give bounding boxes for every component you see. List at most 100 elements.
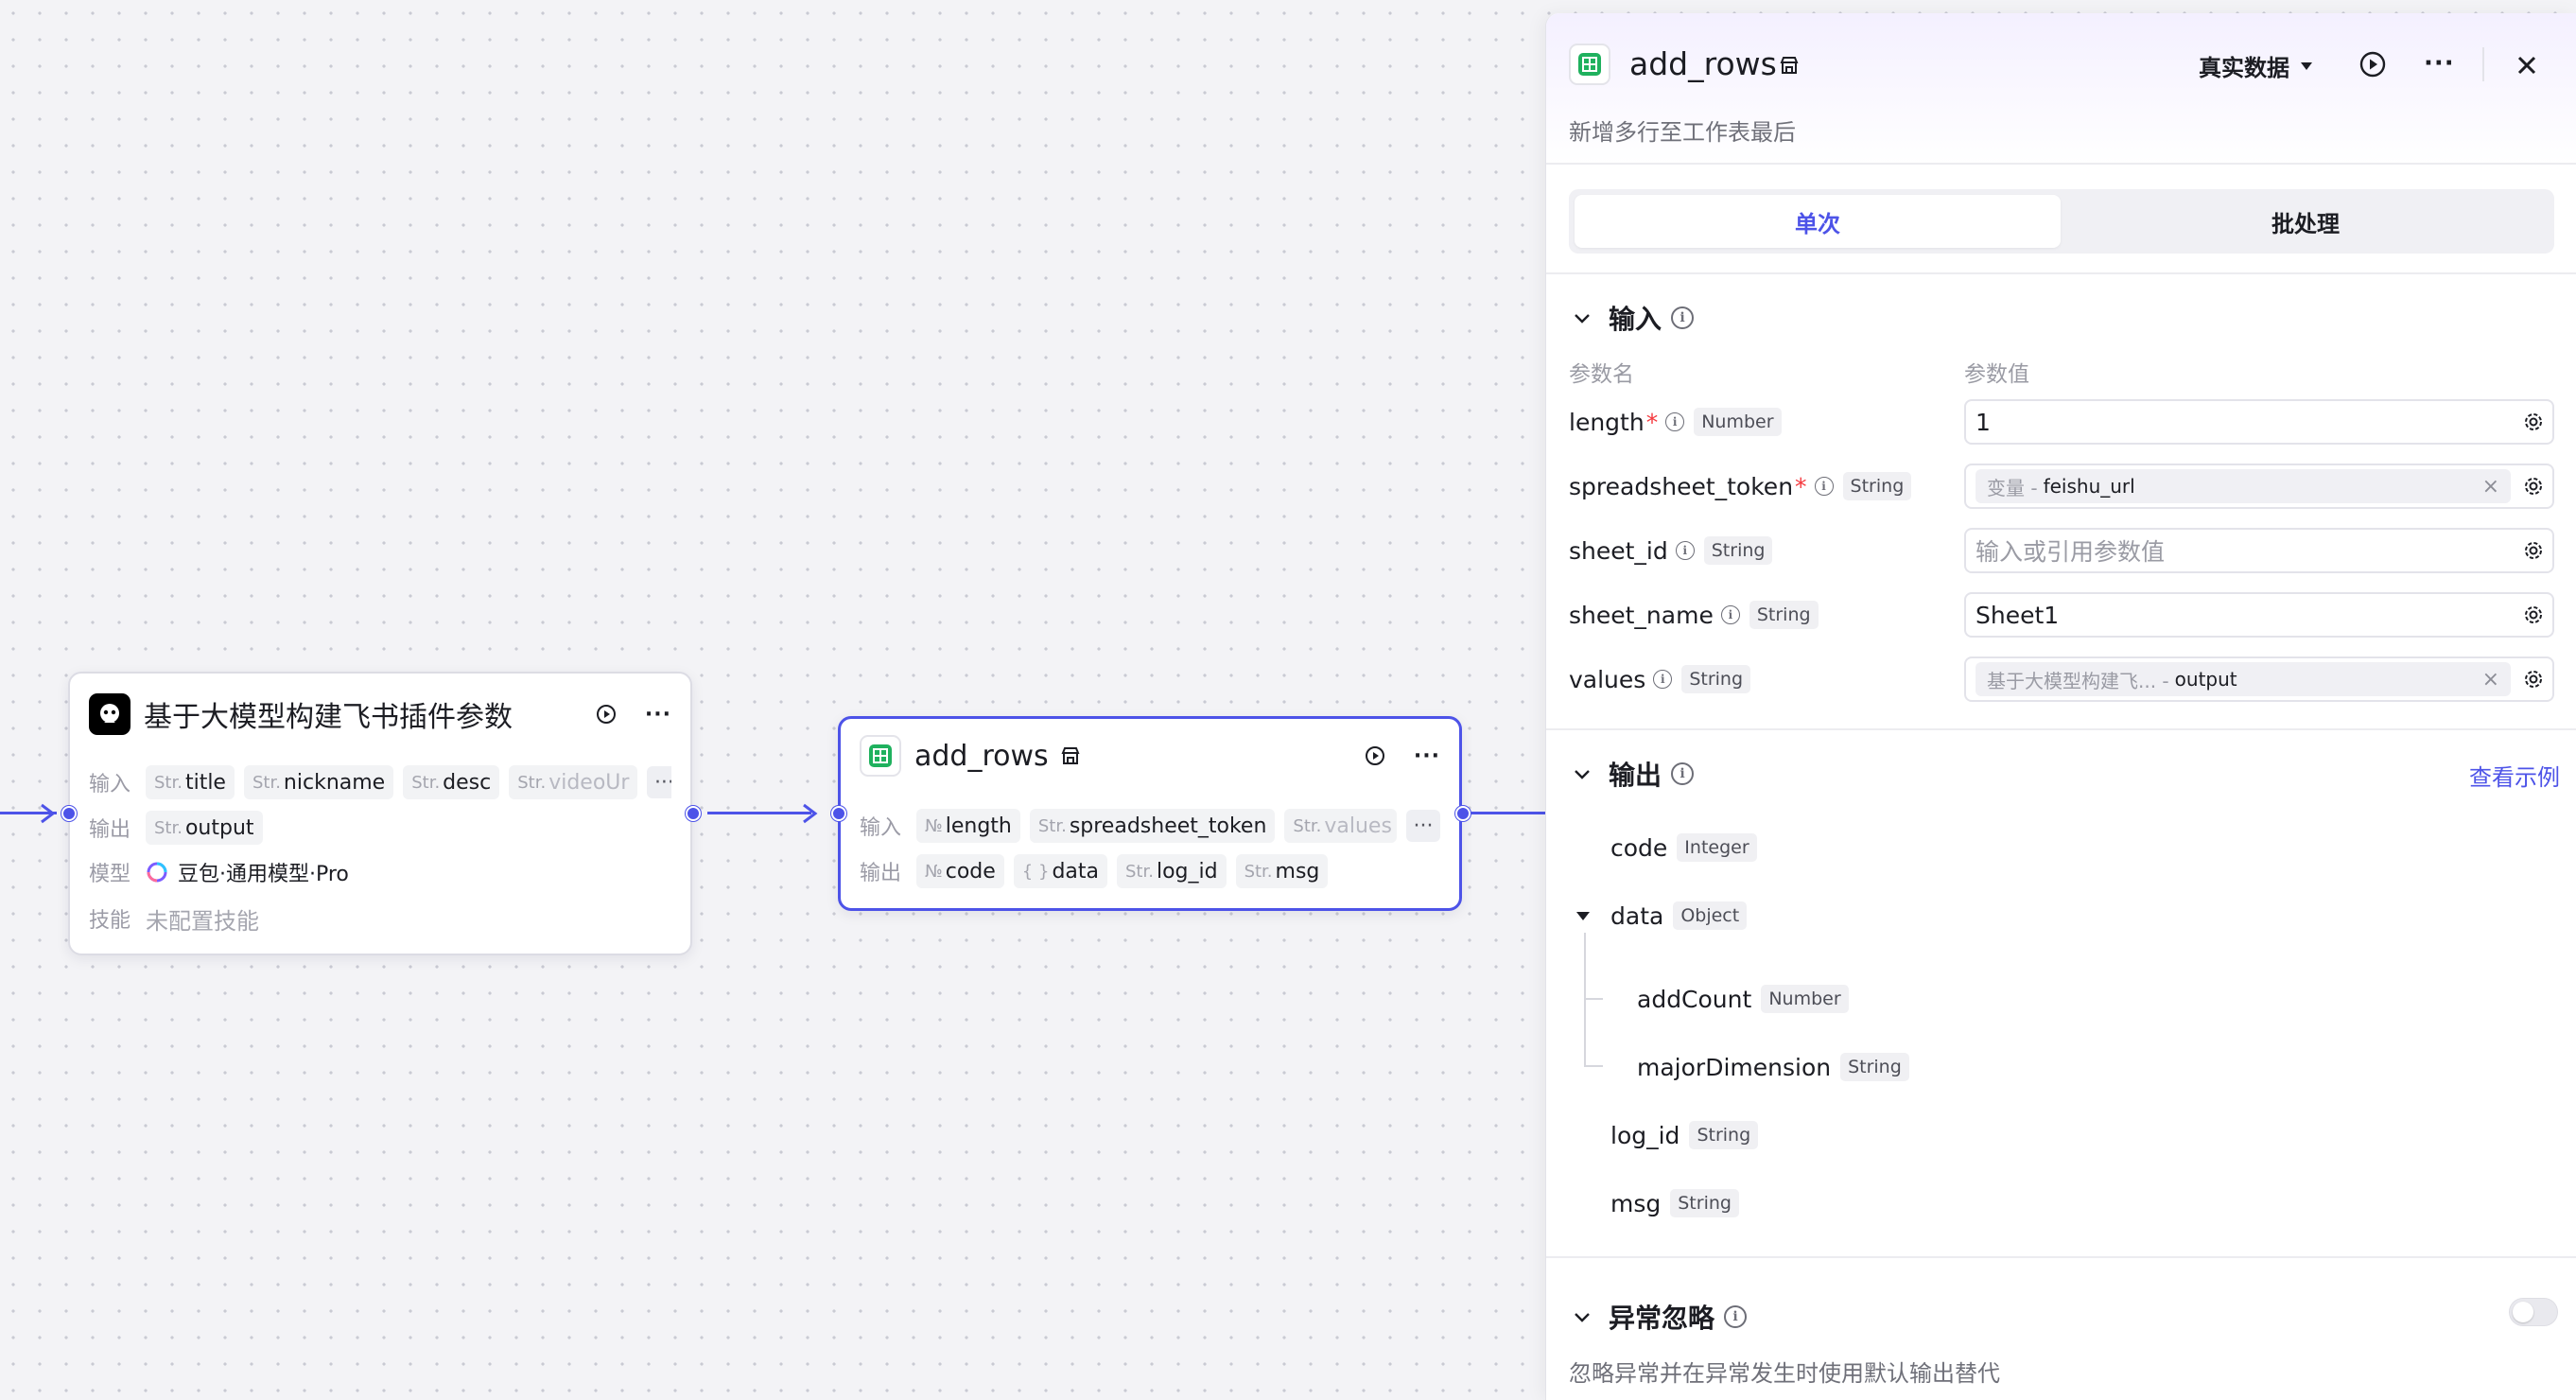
data-mode-select[interactable]: 真实数据 [2199, 49, 2314, 82]
tab-batch[interactable]: 批处理 [2271, 210, 2340, 237]
gear-icon[interactable] [2522, 604, 2545, 626]
view-example-link[interactable]: 查看示例 [2469, 764, 2560, 791]
tree-line [1584, 933, 1586, 1067]
clear-icon[interactable]: × [2481, 474, 2499, 499]
llm-node[interactable]: 基于大模型构建飞书插件参数 ··· 输入 Str.title Str.nickn… [68, 672, 692, 955]
store-icon [1061, 747, 1080, 764]
output-chip: Str.msg [1235, 854, 1329, 888]
input-chip: Str.videoUr [509, 765, 638, 799]
length-input[interactable]: 1 [1964, 399, 2554, 445]
caret-down-icon[interactable] [1575, 907, 1592, 924]
tree-line [1584, 1065, 1603, 1067]
arrow-head-icon [803, 803, 818, 824]
panel-description: 新增多行至工作表最后 [1569, 119, 1796, 146]
doubao-icon [147, 862, 167, 883]
llm-input-row: 输入 Str.title Str.nickname Str.desc Str.v… [89, 764, 671, 800]
sheet-id-input[interactable]: 输入或引用参数值 [1964, 528, 2554, 573]
tab-single[interactable]: 单次 [1575, 195, 2061, 248]
play-icon[interactable] [596, 704, 617, 725]
gear-icon[interactable] [2522, 668, 2545, 691]
arrow-head-icon [41, 803, 56, 824]
chevron-down-icon [1575, 770, 1590, 779]
input-chip: Str.spreadsheet_token [1029, 809, 1276, 843]
param-sheet-id: sheet_id i String [1569, 530, 1773, 571]
add-rows-input-port[interactable] [831, 806, 846, 821]
info-icon: i [1653, 670, 1673, 689]
play-icon[interactable] [2359, 51, 2386, 78]
info-icon: i [1671, 306, 1695, 329]
output-section-header[interactable]: 输出 i [1573, 755, 1695, 793]
llm-skill-row: 技能 未配置技能 [89, 907, 259, 935]
gear-icon[interactable] [2522, 539, 2545, 562]
input-chip: Str.title [146, 765, 235, 799]
variable-reference-chip[interactable]: 变量 - feishu_url × [1976, 469, 2511, 503]
param-sheet-name: sheet_name i String [1569, 594, 1819, 636]
llm-node-output-port[interactable] [686, 806, 701, 821]
panel-title[interactable]: add_rows [1629, 45, 1777, 82]
output-chip: { }data [1013, 854, 1107, 888]
param-spreadsheet-token: spreadsheet_token* i String [1569, 465, 1912, 507]
values-input[interactable]: 基于大模型构建飞... - output × [1964, 656, 2554, 702]
variable-reference-chip[interactable]: 基于大模型构建飞... - output × [1976, 662, 2511, 696]
info-icon: i [1720, 605, 1740, 624]
gear-icon[interactable] [2522, 475, 2545, 498]
spreadsheet-token-input[interactable]: 变量 - feishu_url × [1964, 464, 2554, 509]
tree-line [1584, 998, 1603, 1000]
llm-icon [89, 693, 131, 735]
node-config-panel: add_rows 真实数据 ··· 新增多行至工作表最后 单次 批处理 输入 i… [1545, 13, 2576, 1400]
error-ignore-description: 忽略异常并在异常发生时使用默认输出替代 [1569, 1360, 2000, 1387]
clear-icon[interactable]: × [2481, 667, 2499, 691]
store-icon [1780, 57, 1799, 74]
sheets-icon [1569, 44, 1610, 85]
info-icon: i [1724, 1305, 1748, 1328]
more-icon[interactable]: ··· [2424, 49, 2455, 78]
error-ignore-section-header[interactable]: 异常忽略 i [1573, 1298, 1748, 1336]
info-icon: i [1671, 762, 1695, 785]
edge-llm-to-add-rows [707, 812, 811, 814]
close-icon[interactable] [2516, 55, 2537, 76]
gear-icon[interactable] [2522, 411, 2545, 433]
llm-model-row: 模型 豆包·通用模型·Pro [89, 862, 349, 886]
more-inputs-button[interactable]: ··· [647, 766, 671, 798]
mode-tabs: 单次 批处理 [1569, 189, 2554, 254]
info-icon: i [1665, 412, 1685, 431]
llm-node-title: 基于大模型构建飞书插件参数 [144, 701, 513, 734]
error-ignore-toggle[interactable] [2509, 1298, 2558, 1326]
input-chip: Str.values [1284, 809, 1397, 843]
input-section-header[interactable]: 输入 i [1573, 299, 1695, 337]
edge-incoming [0, 812, 57, 814]
more-icon[interactable]: ··· [644, 702, 671, 726]
param-value-column-header: 参数值 [1964, 362, 2029, 387]
input-chip: Str.nickname [243, 765, 394, 799]
llm-output-row: 输出 Str.output [89, 810, 671, 846]
llm-node-input-port[interactable] [61, 806, 77, 821]
play-icon[interactable] [1365, 745, 1385, 766]
info-icon: i [1814, 477, 1834, 496]
output-chip: Str.output [146, 811, 263, 845]
add-rows-output-port[interactable] [1455, 806, 1471, 821]
param-name-column-header: 参数名 [1569, 362, 1634, 387]
add-rows-node-title: add_rows [914, 739, 1049, 773]
info-icon: i [1675, 541, 1695, 560]
header-separator [2482, 47, 2484, 81]
caret-down-icon [2301, 61, 2312, 70]
sheets-icon [860, 735, 901, 777]
more-icon[interactable]: ··· [1413, 744, 1440, 768]
input-chip: Str.desc [403, 765, 500, 799]
param-length: length* i Number [1569, 401, 1782, 443]
param-values: values i String [1569, 658, 1751, 700]
edge-outgoing [1471, 812, 1546, 814]
sheet-name-input[interactable]: Sheet1 [1964, 592, 2554, 638]
more-inputs-button[interactable]: ··· [1406, 810, 1440, 842]
